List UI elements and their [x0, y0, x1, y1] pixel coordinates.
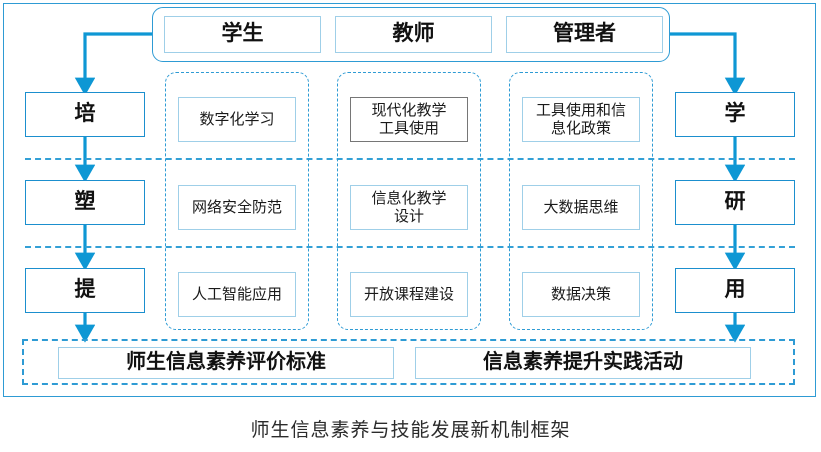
- right-stage-label: 研: [724, 190, 746, 214]
- bottom-box-evaluation-standard[interactable]: 师生信息素养评价标准: [58, 347, 394, 379]
- role-label: 学生: [221, 22, 264, 46]
- skill-label-line1: 现代化教学: [371, 101, 447, 119]
- bottom-box-label: 信息素养提升实践活动: [483, 351, 683, 374]
- left-stage-label: 塑: [74, 190, 96, 214]
- skill-label-line2: 息化政策: [550, 119, 611, 137]
- skill-box-teacher-3[interactable]: 开放课程建设: [350, 272, 468, 317]
- right-stage-box-2[interactable]: 研: [675, 180, 795, 225]
- skill-box-student-1[interactable]: 数字化学习: [178, 97, 296, 142]
- dashed-column-teacher: [337, 72, 481, 330]
- skill-box-student-3[interactable]: 人工智能应用: [178, 272, 296, 317]
- skill-label: 数据决策: [550, 285, 611, 303]
- dashed-column-manager: [509, 72, 653, 330]
- bottom-box-practice-activity[interactable]: 信息素养提升实践活动: [415, 347, 751, 379]
- right-stage-box-3[interactable]: 用: [675, 268, 795, 313]
- role-label: 管理者: [553, 22, 616, 46]
- right-stage-box-1[interactable]: 学: [675, 92, 795, 137]
- skill-box-teacher-1[interactable]: 现代化教学 工具使用: [350, 97, 468, 142]
- role-box-student[interactable]: 学生: [164, 16, 321, 53]
- skill-label-line2: 工具使用: [378, 119, 439, 137]
- skill-label-line2: 设计: [393, 207, 424, 225]
- left-stage-box-1[interactable]: 培: [25, 92, 145, 137]
- skill-label: 网络安全防范: [191, 198, 282, 216]
- figure-caption: 师生信息素养与技能发展新机制框架: [250, 419, 571, 441]
- skill-label-line1: 工具使用和信: [535, 101, 626, 119]
- skill-box-manager-1[interactable]: 工具使用和信 息化政策: [522, 97, 640, 142]
- left-stage-box-2[interactable]: 塑: [25, 180, 145, 225]
- skill-box-student-2[interactable]: 网络安全防范: [178, 185, 296, 230]
- skill-box-manager-3[interactable]: 数据决策: [522, 272, 640, 317]
- role-label: 教师: [392, 22, 435, 46]
- skill-label: 数字化学习: [199, 110, 275, 128]
- dashed-column-student: [165, 72, 309, 330]
- bottom-box-label: 师生信息素养评价标准: [126, 351, 326, 374]
- skill-label-line1: 信息化教学: [371, 189, 447, 207]
- left-stage-label: 提: [74, 278, 96, 302]
- left-stage-box-3[interactable]: 提: [25, 268, 145, 313]
- skill-box-teacher-2[interactable]: 信息化教学 设计: [350, 185, 468, 230]
- right-stage-label: 学: [724, 102, 746, 126]
- role-box-manager[interactable]: 管理者: [506, 16, 663, 53]
- skill-label: 开放课程建设: [363, 285, 454, 303]
- row-separator-1: [25, 158, 795, 160]
- skill-label: 大数据思维: [543, 198, 619, 216]
- skill-label: 人工智能应用: [191, 285, 282, 303]
- role-box-teacher[interactable]: 教师: [335, 16, 492, 53]
- bottom-dashed-band: [22, 339, 795, 385]
- row-separator-2: [25, 246, 795, 248]
- skill-box-manager-2[interactable]: 大数据思维: [522, 185, 640, 230]
- right-stage-label: 用: [724, 278, 746, 302]
- left-stage-label: 培: [74, 102, 96, 126]
